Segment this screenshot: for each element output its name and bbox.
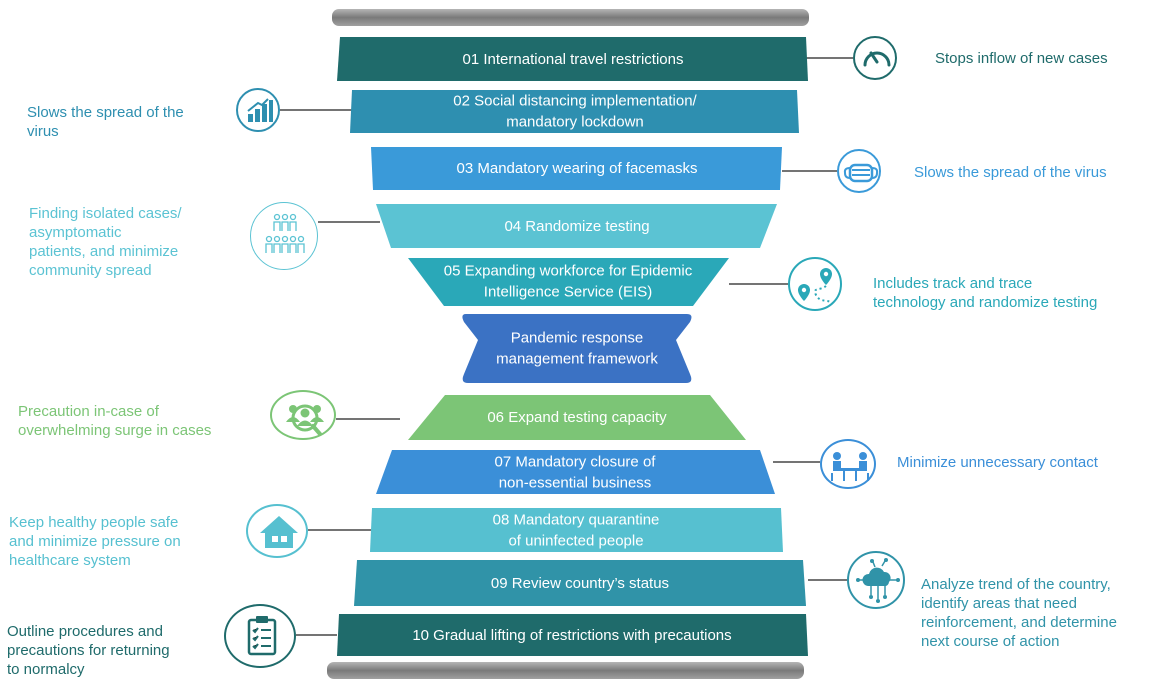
step-label-7: 06 Expand testing capacity [487,409,667,426]
step-band-08 [370,508,783,552]
note-03: Slows the spread of the virus [914,164,1107,181]
connector-lines [280,57,853,636]
meeting-table-icon [820,439,876,489]
note-06: Precaution in-case of overwhelming surge… [18,403,212,439]
note-01: Stops inflow of new cases [935,50,1108,67]
note-07: Minimize unnecessary contact [897,454,1098,471]
top-bar [332,9,809,26]
step-bands [337,37,808,656]
cloud-network-icon [847,551,905,609]
step-band-01 [337,37,808,81]
note-02: Slows the spread of the virus [27,104,184,140]
note-04: Finding isolated cases/ asymptomatic pat… [29,205,182,279]
step-band-10 [337,614,808,656]
note-10: Outline procedures and precautions for r… [7,623,170,678]
step-label-1: 01 International travel restrictions [463,51,684,68]
step-band-06 [408,395,746,440]
bar-chart-icon [236,88,280,132]
note-05: Includes track and trace technology and … [873,275,1098,311]
speedometer-icon [853,36,897,80]
step-labels: 01 International travel restrictions 02 S… [412,51,731,644]
bottom-bar [327,662,804,679]
step-band-03 [371,147,782,190]
map-route-icon [788,257,842,311]
clipboard-icon [224,604,296,668]
step-label-11: 10 Gradual lifting of restrictions with … [412,627,731,644]
people-group-icon [250,202,318,270]
step-band-07 [376,450,775,494]
step-label-10: 09 Review country’s status [491,575,669,592]
step-band-05 [408,258,729,306]
note-08: Keep healthy people safe and minimize pr… [9,514,181,569]
note-09: Analyze trend of the country, identify a… [921,576,1117,650]
search-people-icon [270,390,336,440]
step-label-2: 02 Social distancing implementation/mand… [453,93,697,131]
facemask-icon [837,149,881,193]
step-band-center [462,314,692,383]
step-band-04 [376,204,777,248]
step-label-4: 04 Randomize testing [504,218,649,235]
step-label-3: 03 Mandatory wearing of facemasks [457,160,698,177]
step-band-02 [350,90,799,133]
house-icon [246,504,308,558]
step-band-09 [354,560,806,606]
